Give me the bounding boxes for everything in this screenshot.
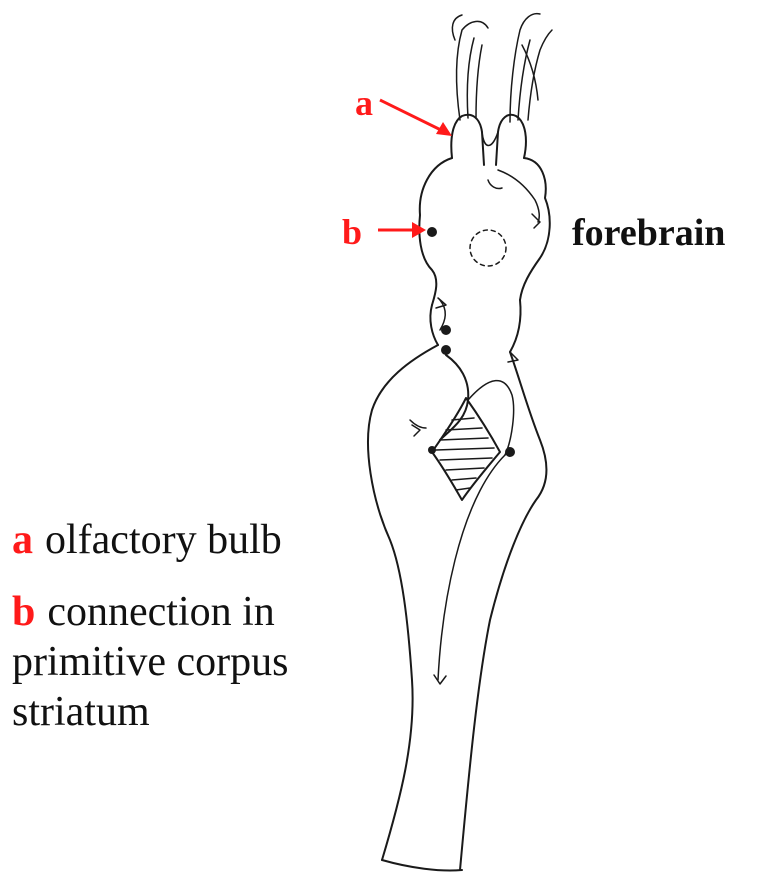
midbrain-outline bbox=[430, 298, 520, 362]
legend-text-b-line3: striatum bbox=[12, 687, 288, 737]
hindbrain-outline bbox=[368, 345, 546, 871]
legend-text-a: olfactory bulb bbox=[45, 517, 282, 563]
legend-text-b-line2: primitive corpus bbox=[12, 637, 288, 687]
label-a: a bbox=[355, 83, 373, 123]
label-a-arrow bbox=[380, 100, 452, 136]
olfactory-nerves bbox=[452, 14, 552, 122]
label-b: b bbox=[342, 212, 362, 252]
legend-item-b: b connection in bbox=[12, 587, 288, 637]
forebrain-outline bbox=[419, 158, 549, 305]
legend: a olfactory bulb b connection in primitive… bbox=[12, 515, 288, 737]
legend-key-b: b bbox=[12, 589, 35, 635]
olfactory-bulbs bbox=[451, 115, 526, 165]
hatched-ventricle bbox=[432, 398, 500, 500]
legend-key-a: a bbox=[12, 517, 33, 563]
legend-item-a: a olfactory bulb bbox=[12, 515, 288, 565]
forebrain-label: forebrain bbox=[572, 212, 725, 254]
legend-text-b-line1: connection in bbox=[47, 589, 274, 635]
